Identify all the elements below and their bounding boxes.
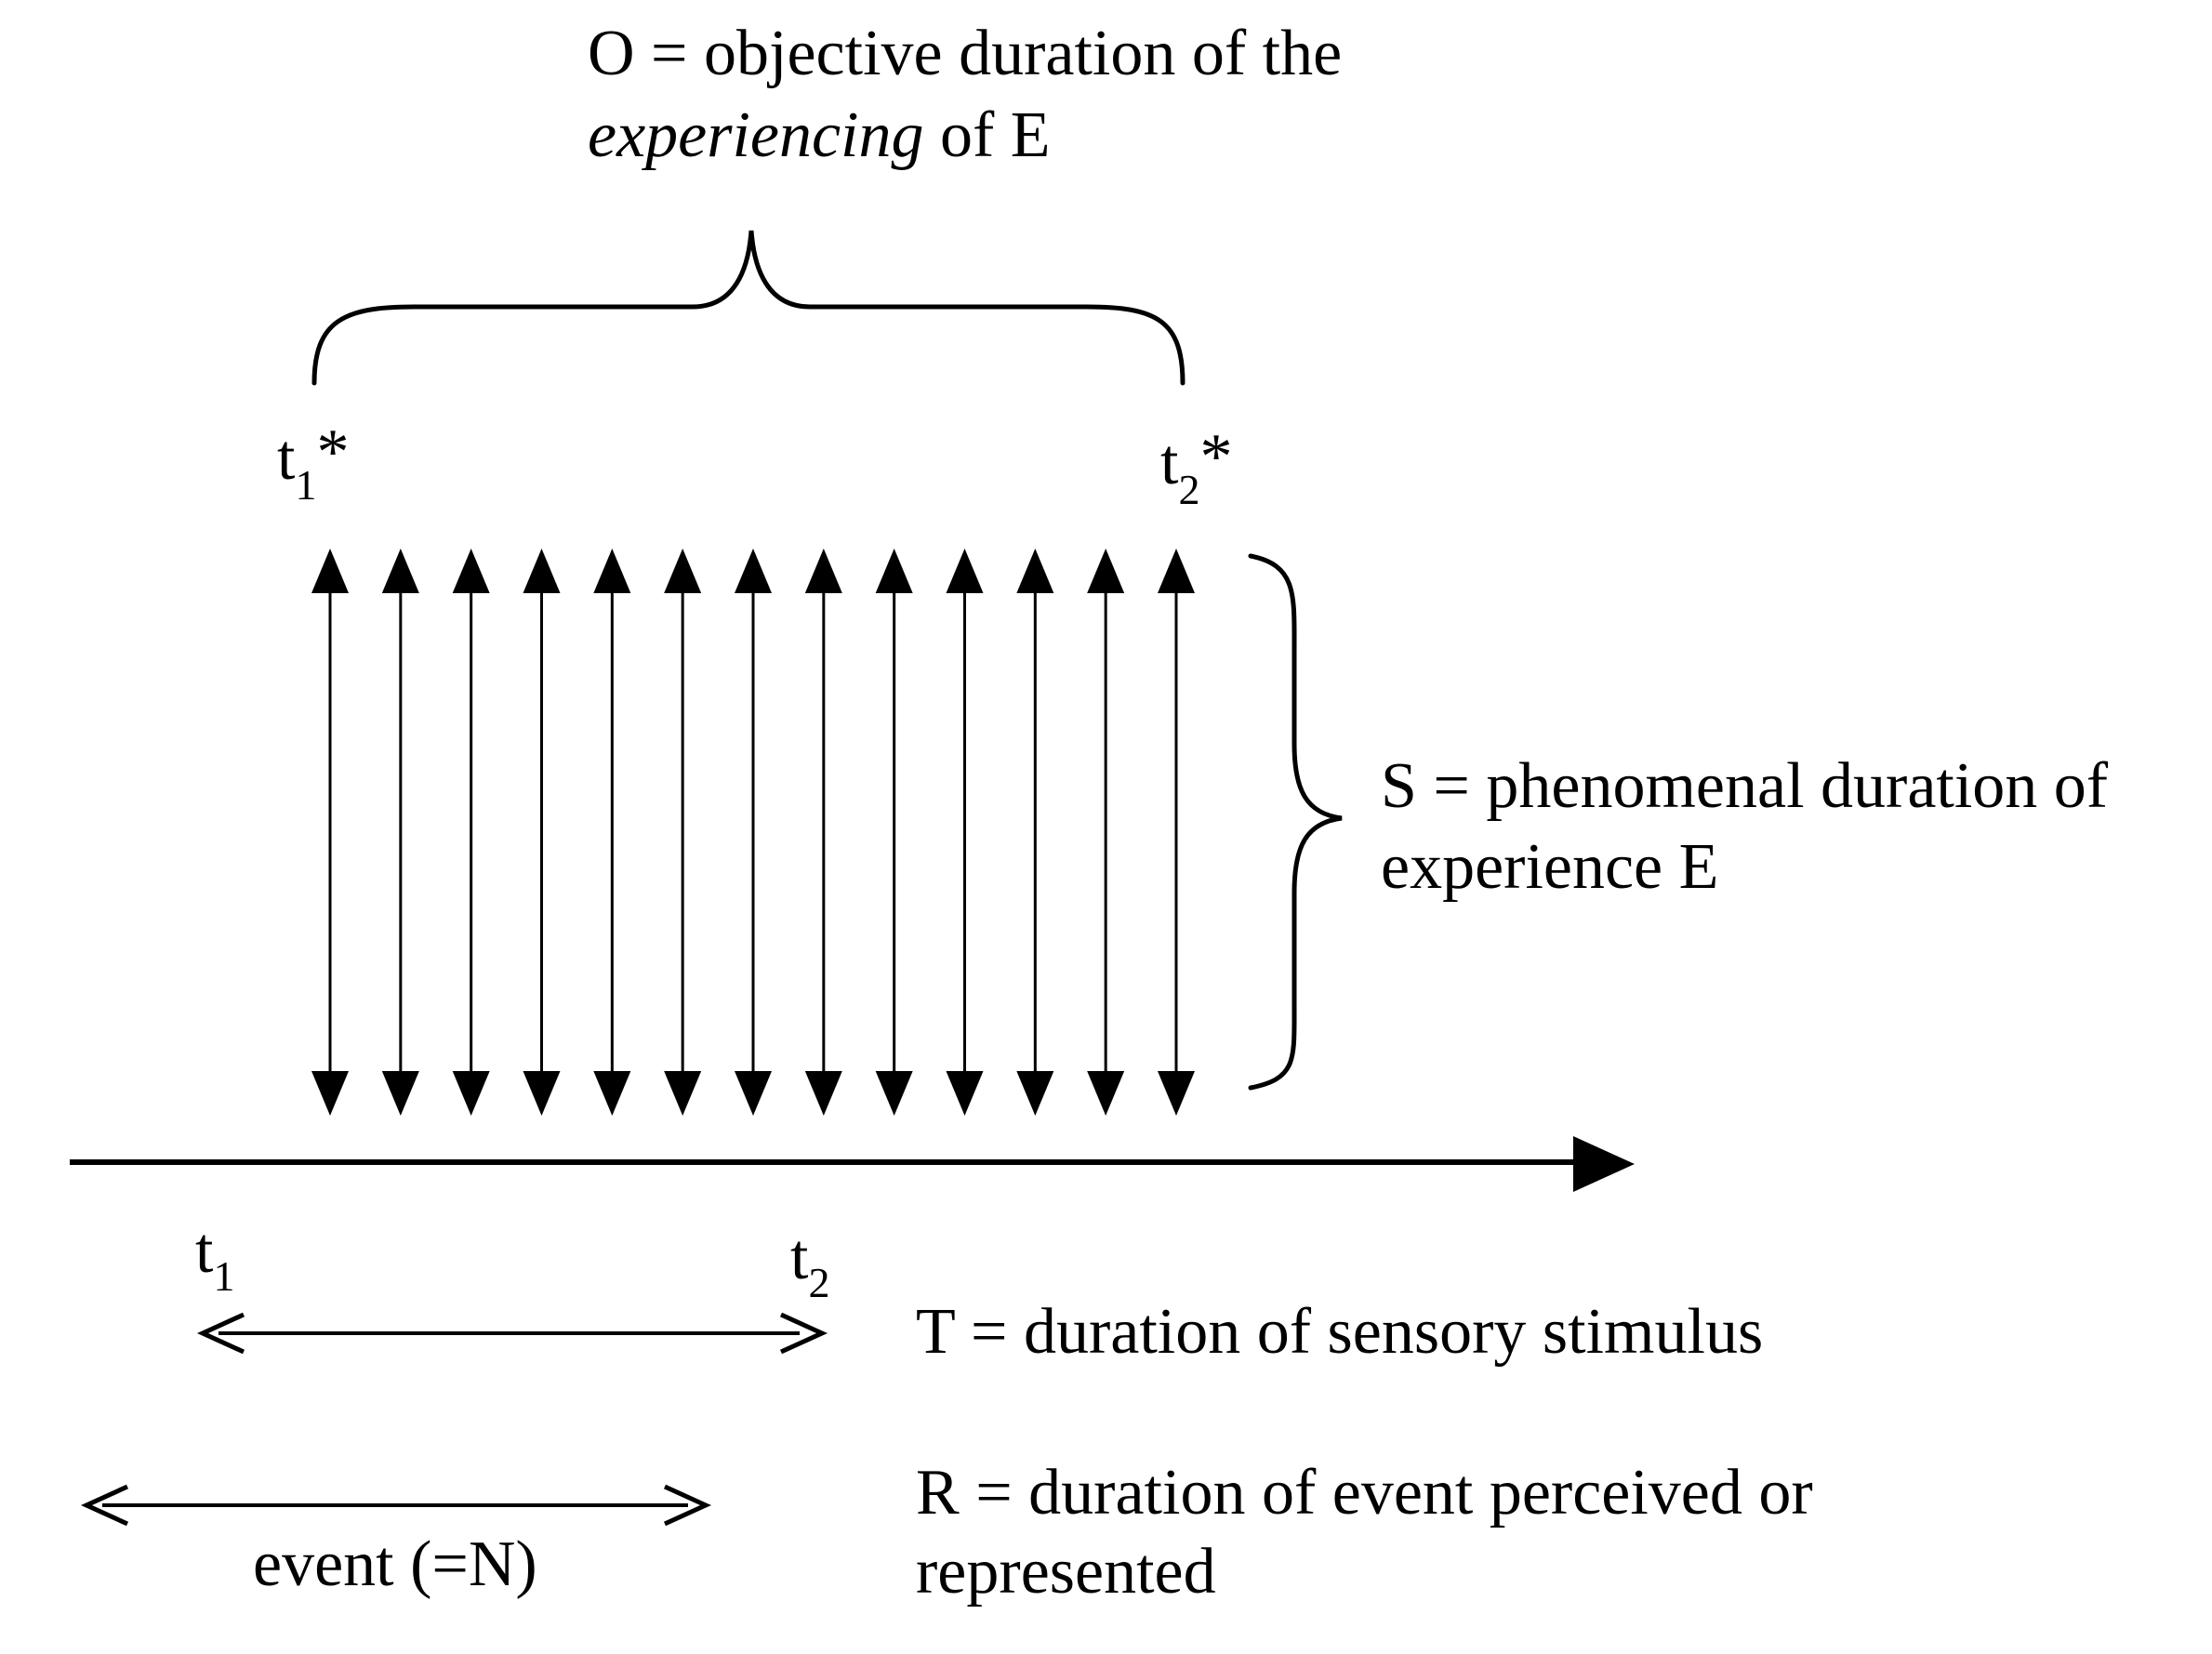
phenomenal-duration-label-line2: experience E bbox=[1381, 831, 1718, 903]
stimulus-duration-label: T = duration of sensory stimulus bbox=[916, 1296, 1763, 1368]
experience-arrow-up-head bbox=[735, 549, 772, 593]
experience-arrow-down-head bbox=[1158, 1071, 1195, 1116]
stimulus-arrow-right-head bbox=[779, 1312, 828, 1355]
experience-arrow bbox=[735, 549, 772, 1116]
t1-star-label: t1* bbox=[277, 417, 349, 509]
objective-duration-label-line2: experiencing of E bbox=[588, 99, 1051, 171]
event-arrow-right-head bbox=[663, 1484, 712, 1527]
experience-arrows bbox=[311, 549, 1195, 1116]
experience-arrow-down-head bbox=[311, 1071, 349, 1116]
t2-base: t bbox=[790, 1222, 809, 1293]
t2-label: t2 bbox=[790, 1222, 829, 1306]
stimulus-arrow-left-head bbox=[196, 1312, 245, 1355]
experience-arrow-up-head bbox=[946, 549, 984, 593]
objective-duration-label-line1: O = objective duration of the bbox=[588, 18, 1342, 89]
experience-arrow-up-head bbox=[452, 549, 490, 593]
event-duration-label-line1: R = duration of event perceived or bbox=[916, 1457, 1813, 1528]
objective-duration-brace bbox=[311, 230, 1185, 386]
experience-arrow-up-head bbox=[875, 549, 913, 593]
experience-arrow bbox=[664, 549, 702, 1116]
experience-arrow-down-head bbox=[735, 1071, 772, 1116]
experience-arrow-down-head bbox=[381, 1071, 419, 1116]
experience-arrow-up-head bbox=[523, 549, 561, 593]
experience-arrow bbox=[1087, 549, 1125, 1116]
experience-arrow bbox=[804, 549, 842, 1116]
experience-arrow bbox=[1158, 549, 1195, 1116]
experiencing-word: experiencing bbox=[588, 99, 923, 171]
experience-arrow-down-head bbox=[946, 1071, 984, 1116]
phenomenal-duration-label-line1: S = phenomenal duration of bbox=[1381, 750, 2109, 822]
t1-star-base: t bbox=[277, 422, 296, 494]
t2-star-asterisk: * bbox=[1199, 421, 1232, 493]
t2-star-base: t bbox=[1160, 427, 1179, 498]
experience-arrow-down-head bbox=[452, 1071, 490, 1116]
experience-arrow-up-head bbox=[1158, 549, 1195, 593]
event-arrow-left-head bbox=[80, 1484, 129, 1527]
experience-arrow-down-head bbox=[875, 1071, 913, 1116]
t1-label: t1 bbox=[195, 1215, 234, 1300]
t1-star-subscript: 1 bbox=[295, 461, 316, 509]
experience-arrow bbox=[875, 549, 913, 1116]
t2-star-label: t2* bbox=[1160, 421, 1232, 513]
t2-star-subscript: 2 bbox=[1178, 466, 1199, 513]
t1-star-asterisk: * bbox=[316, 417, 349, 488]
experience-arrow-up-head bbox=[804, 549, 842, 593]
experience-arrow-down-head bbox=[1016, 1071, 1054, 1116]
experience-arrow-down-head bbox=[523, 1071, 561, 1116]
event-duration-label-line2: represented bbox=[916, 1536, 1216, 1608]
of-e-text: of E bbox=[923, 99, 1050, 171]
experience-arrow bbox=[523, 549, 561, 1116]
experience-arrow-down-head bbox=[804, 1071, 842, 1116]
experience-arrow bbox=[946, 549, 984, 1116]
experience-arrow-up-head bbox=[311, 549, 349, 593]
experience-arrow-up-head bbox=[664, 549, 702, 593]
experience-arrow-up-head bbox=[381, 549, 419, 593]
t1-subscript: 1 bbox=[213, 1252, 234, 1300]
event-label: event (=N) bbox=[253, 1528, 537, 1600]
experience-arrow-up-head bbox=[1016, 549, 1054, 593]
experience-arrow-up-head bbox=[1087, 549, 1125, 593]
phenomenal-duration-brace bbox=[1248, 553, 1343, 1091]
experience-arrow-down-head bbox=[593, 1071, 631, 1116]
t1-base: t bbox=[195, 1215, 214, 1287]
t2-subscript: 2 bbox=[808, 1259, 829, 1306]
experience-arrow bbox=[452, 549, 490, 1116]
time-axis-arrowhead bbox=[1573, 1136, 1635, 1192]
experience-arrow bbox=[311, 549, 349, 1116]
experience-arrow-down-head bbox=[1087, 1071, 1125, 1116]
experience-arrow-up-head bbox=[593, 549, 631, 593]
experience-arrow bbox=[1016, 549, 1054, 1116]
experience-arrow bbox=[593, 549, 631, 1116]
experience-arrow-down-head bbox=[664, 1071, 702, 1116]
experience-arrow bbox=[381, 549, 419, 1116]
